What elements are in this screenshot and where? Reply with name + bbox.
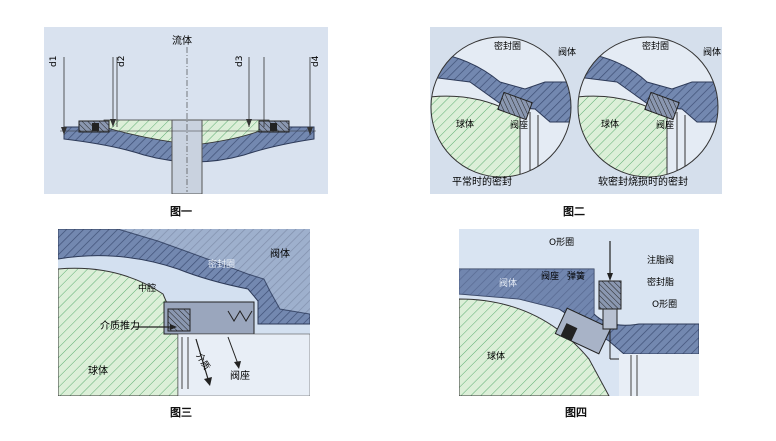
ball — [459, 298, 610, 396]
figure-4-diagram: O形圈 注脂阀 阀体 阀座 弹簧 密封脂 O形圈 球体 — [459, 236, 699, 396]
dim-d3: d3 — [235, 56, 245, 67]
ball — [58, 267, 179, 396]
figure-4-panel: O形圈 注脂阀 阀体 阀座 弹簧 密封脂 O形圈 球体 — [459, 229, 699, 396]
left-seat-label: 阀座 — [510, 119, 528, 131]
spring — [227, 310, 253, 322]
seat-seal — [560, 323, 578, 341]
figure-1-diagram: d1 d2 d3 d4 流体 — [49, 34, 321, 194]
normal-seal-view — [431, 37, 571, 177]
left-subtitle: 平常时的密封 — [452, 175, 512, 188]
ball-label: 球体 — [88, 364, 108, 377]
seat — [554, 307, 612, 355]
figure-2-caption: 图二 — [563, 205, 585, 218]
seat-label: 阀座 — [230, 369, 250, 382]
medium-thrust-label: 介质推力 — [100, 319, 140, 332]
figure-3-panel: 密封圈 阀体 中腔 介质推力 介质 球体 阀座 — [58, 229, 310, 396]
grease-valve-label: 注脂阀 — [647, 254, 674, 266]
right-subtitle: 软密封烧损时的密封 — [598, 175, 688, 188]
dim-d2: d2 — [117, 56, 127, 67]
spring-label: 弹簧 — [567, 270, 585, 282]
right-seat-label: 阀座 — [656, 119, 674, 131]
figure-3-diagram: 密封圈 阀体 中腔 介质推力 介质 球体 阀座 — [58, 229, 310, 396]
left-seal-ring-label: 密封圈 — [494, 40, 521, 52]
body-label: 阀体 — [270, 247, 290, 260]
left-body-label: 阀体 — [558, 46, 576, 58]
figure-2-panel: 密封圈 阀体 球体 阀座 平常时的密封 密封圈 阀体 球体 阀座 软密封烧损时的… — [430, 27, 722, 194]
seal-ring-label: 密封圈 — [208, 258, 235, 270]
o-ring-side-label: O形圈 — [652, 298, 677, 310]
ball-label: 球体 — [487, 350, 505, 362]
dim-d4: d4 — [311, 55, 321, 67]
dim-d1: d1 — [49, 56, 59, 67]
left-ball-label: 球体 — [456, 118, 474, 130]
right-ball-label: 球体 — [601, 118, 619, 130]
figure-1-caption: 图一 — [170, 205, 192, 218]
figure-3-caption: 图三 — [170, 406, 192, 419]
cavity-label: 中腔 — [138, 282, 156, 294]
figure-2-diagram: 密封圈 阀体 球体 阀座 平常时的密封 密封圈 阀体 球体 阀座 软密封烧损时的… — [430, 36, 721, 188]
grease-valve — [598, 280, 622, 310]
figure-4-caption: 图四 — [565, 406, 587, 419]
body-label: 阀体 — [499, 277, 517, 289]
o-ring-top-label: O形圈 — [549, 236, 574, 248]
figure-1-panel: d1 d2 d3 d4 流体 — [44, 27, 328, 194]
right-body-label: 阀体 — [703, 46, 721, 58]
seal-left — [92, 123, 99, 131]
right-seal-ring-label: 密封圈 — [642, 40, 669, 52]
seal-right — [270, 123, 277, 131]
flow-label: 流体 — [172, 34, 192, 47]
seat-label: 阀座 — [541, 270, 559, 282]
burnt-seal-view — [578, 37, 718, 177]
sealant-label: 密封脂 — [647, 276, 674, 288]
